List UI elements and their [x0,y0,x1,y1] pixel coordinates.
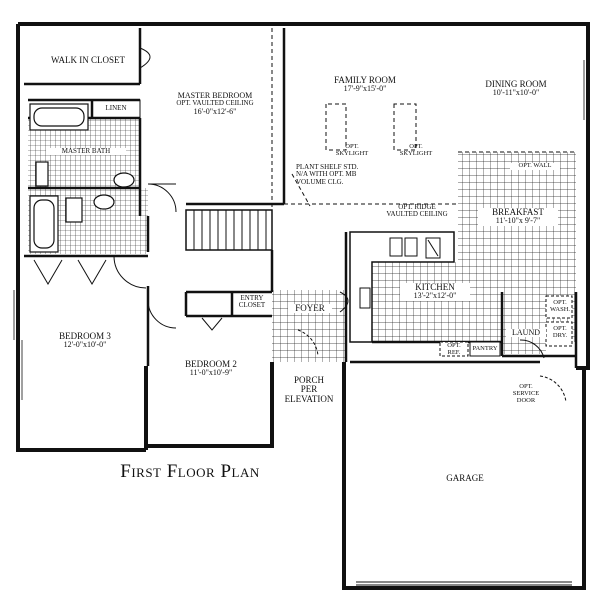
skylight-left-line2: SKYLIGHT [335,149,369,157]
interior-walls [24,28,578,368]
dashed-lines [271,28,576,292]
label-opt-wall: OPT. WALL [510,162,560,170]
toilet-bath2 [65,197,83,223]
laund-tile [502,292,546,354]
label-garage: GARAGE [446,473,484,483]
dining-room-name: DINING ROOM [485,79,547,89]
service-door-line1: OPT. [519,383,533,390]
label-pantry: PANTRY [472,345,498,352]
label-linen: LINEN [105,104,127,112]
breakfast-size: 11'-10"x 9'-7" [495,216,541,226]
opt-ref-line1: OPT. [447,342,461,349]
bedroom-2-name: BEDROOM 2 [185,359,237,369]
kitchen-name: KITCHEN [415,282,455,292]
opt-wash-line1: OPT. [553,299,567,306]
porch-line2: PER [300,384,318,395]
label-bedroom-2: BEDROOM 2 11'-0"x10'-9" [166,359,256,378]
label-laund: LAUND [506,328,546,338]
master-bedroom-size: 16'-0"x12'-6" [193,106,237,116]
opt-ref-line2: REF. [447,348,461,356]
plant-shelf-line3: VOLUME CLG. [296,177,344,186]
bedroom-2-size: 11'-0"x10'-9" [189,368,233,378]
label-service-door: OPT. SERVICE DOOR [500,383,552,404]
pantry-box [469,341,501,357]
stairs [185,209,273,251]
label-bedroom-3: BEDROOM 3 12'-0"x10'-0" [40,331,130,350]
opt-dry-line2: DRY. [552,331,568,339]
range [359,287,371,309]
label-master-bath: MASTER BATH [46,147,126,156]
foyer-tile [272,290,346,362]
doors [33,47,567,403]
porch-line1: PORCH [293,375,324,385]
label-walk-in-closet: WALK IN CLOSET [51,55,125,65]
linen-box [91,99,141,119]
label-breakfast: BREAKFAST 11'-10"x 9'-7" [478,207,558,226]
label-plant-shelf: PLANT SHELF STD. N/A WITH OPT. MB VOLUME… [296,163,382,186]
label-skylight-left: OPT. SKYLIGHT [334,143,370,158]
master-bedroom-note: OPT. VAULTED CEILING [176,99,254,108]
skylight-left-line1: OPT. [345,143,359,150]
service-door-line2: SERVICE [512,389,540,397]
opt-wash-line2: WASH. [549,305,571,313]
label-opt-dry: OPT. DRY. [546,325,574,340]
label-entry-closet: ENTRY CLOSET [232,294,272,310]
refrigerator-space [439,341,469,357]
master-bedroom-name: MASTER BEDROOM [177,91,253,100]
label-dining-room: DINING ROOM 10'-11"x10'-0" [466,79,566,98]
porch-line3: ELEVATION [284,393,334,404]
garage-door-jambs [356,581,572,586]
bath-fixtures [29,103,135,253]
laundry-fixtures [545,295,573,347]
family-room-name: FAMILY ROOM [334,75,396,85]
kitchen-size: 13'-2"x12'-0" [413,291,457,301]
label-foyer: FOYER [288,303,332,314]
opt-ridge-line1: OPT. RIDGE [398,203,436,211]
plant-shelf-line2: N/A WITH OPT. MB [296,170,357,179]
entry-closet-line1: ENTRY [240,294,264,302]
bedroom-3-name: BEDROOM 3 [59,331,111,341]
label-family-room: FAMILY ROOM 17'-9"x15'-0" [310,75,420,94]
kitchen-counters [349,231,501,357]
label-kitchen: KITCHEN 13'-2"x12'-0" [400,282,470,301]
sink-right [404,237,418,257]
entry-closet-line2: CLOSET [238,301,266,310]
label-master-bedroom: MASTER BEDROOM OPT. VAULTED CEILING 16'-… [150,91,280,116]
opt-dry-line1: OPT. [553,325,567,332]
service-door-line3: DOOR [516,396,536,404]
sink-bath2 [93,194,115,210]
dining-room-size: 10'-11"x10'-0" [492,88,540,98]
breakfast-name: BREAKFAST [492,207,544,217]
windows [13,60,589,447]
skylight-right-line2: SKYLIGHT [399,149,433,157]
label-opt-ref: OPT. REF. [440,342,468,357]
opt-ridge-line2: VAULTED CEILING [386,210,448,219]
family-room-size: 17'-9"x15'-0" [343,84,387,94]
label-opt-wash: OPT. WASH. [546,299,574,314]
label-porch: PORCH PER ELEVATION [276,375,342,404]
label-opt-ridge: OPT. RIDGE VAULTED CEILING [372,203,462,219]
plan-title: First Floor Plan [120,461,260,482]
bedroom-3-size: 12'-0"x10'-0" [63,340,107,350]
plant-shelf-line1: PLANT SHELF STD. [296,163,359,171]
tiled-floors [28,118,576,362]
skylight-right-line1: OPT. [409,143,423,150]
toilet-master [35,161,49,187]
label-skylight-right: OPT. SKYLIGHT [396,143,436,158]
sink-left [389,237,403,257]
vanity-sink-master [113,172,135,188]
